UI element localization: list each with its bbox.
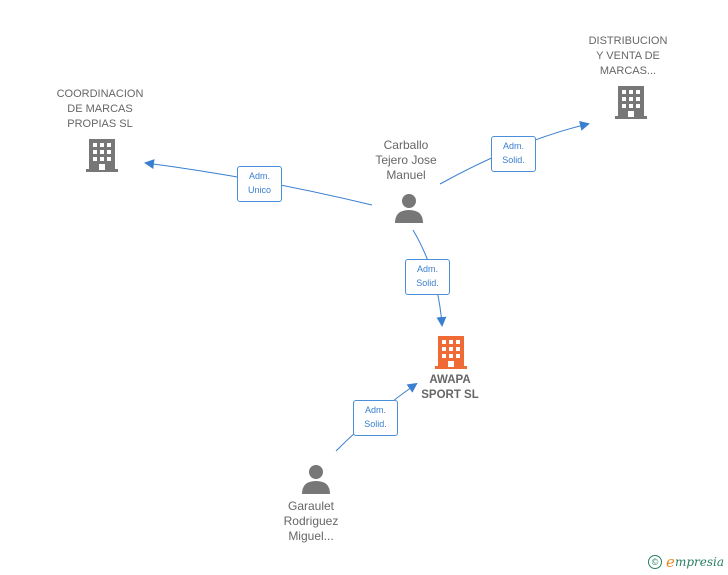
building-icon[interactable]: [435, 334, 467, 370]
empresia-logo[interactable]: © e mpresia: [648, 553, 724, 571]
company-label-awapa[interactable]: AWAPA SPORT SL: [421, 374, 479, 401]
company-label-distribucion[interactable]: DISTRIBUCION Y VENTA DE MARCAS...: [588, 35, 668, 77]
edge-label-garaulet-awapa: Adm. Solid.: [353, 400, 398, 436]
building-icon[interactable]: [86, 137, 118, 173]
copyright-icon: ©: [648, 555, 663, 569]
person-icon[interactable]: [394, 193, 424, 223]
edge-label-carballo-coordinacion: Adm. Unico: [237, 166, 282, 202]
brand-initial: e: [666, 553, 675, 571]
brand-name: mpresia: [674, 555, 724, 569]
edge-label-carballo-awapa: Adm. Solid.: [405, 259, 450, 295]
person-label-carballo[interactable]: Carballo Tejero Jose Manuel: [375, 138, 437, 182]
company-label-coordinacion[interactable]: COORDINACION DE MARCAS PROPIAS SL: [56, 88, 144, 130]
building-icon[interactable]: [615, 84, 647, 120]
person-icon[interactable]: [301, 464, 331, 494]
edge-label-carballo-distribucion: Adm. Solid.: [491, 136, 536, 172]
person-label-garaulet[interactable]: Garaulet Rodriguez Miguel...: [283, 499, 339, 543]
